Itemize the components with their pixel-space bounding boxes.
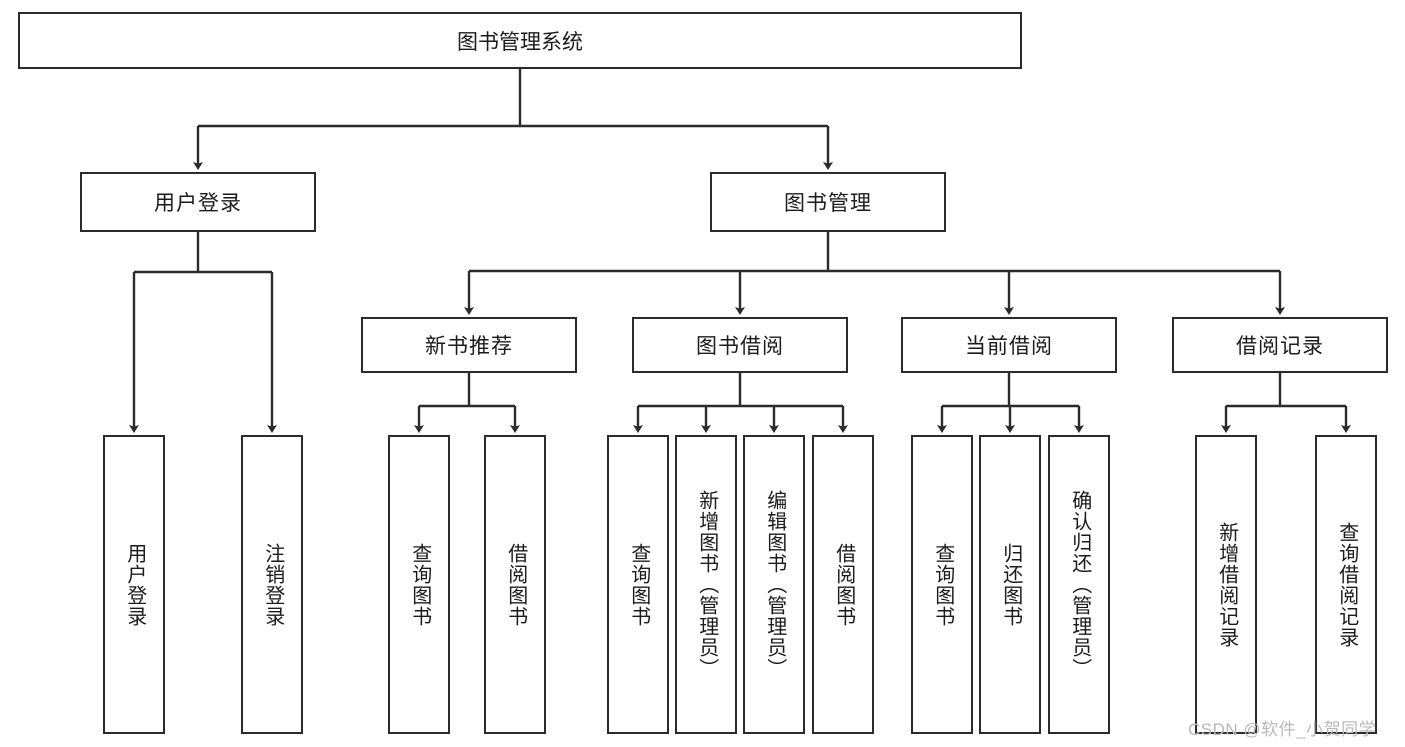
- node-root[interactable]: 图书管理系统: [18, 12, 1022, 69]
- node-leaf-borrow-book-1-label: 借阅图书: [504, 542, 527, 627]
- node-leaf-query-book-2[interactable]: 查询图书: [607, 435, 669, 734]
- watermark: CSDN @软件_小贺同学: [1188, 720, 1377, 739]
- node-leaf-user-login[interactable]: 用户登录: [103, 435, 165, 734]
- node-leaf-query-book-3-label: 查询图书: [931, 542, 954, 627]
- node-new-book-rec[interactable]: 新书推荐: [361, 317, 577, 373]
- node-user-login[interactable]: 用户登录: [80, 172, 316, 232]
- node-current-borrow-label: 当前借阅: [965, 335, 1053, 358]
- node-leaf-add-record-label: 新增借阅记录: [1215, 521, 1238, 648]
- node-book-borrow[interactable]: 图书借阅: [632, 317, 848, 373]
- node-leaf-query-record-label: 查询借阅记录: [1335, 521, 1358, 648]
- node-borrow-record[interactable]: 借阅记录: [1172, 317, 1388, 373]
- node-leaf-logout[interactable]: 注销登录: [241, 435, 303, 734]
- node-book-borrow-label: 图书借阅: [696, 335, 784, 358]
- node-leaf-return-book[interactable]: 归还图书: [979, 435, 1041, 734]
- node-current-borrow[interactable]: 当前借阅: [901, 317, 1117, 373]
- node-leaf-confirm-return[interactable]: 确认归还（管理员）: [1048, 435, 1110, 734]
- node-leaf-add-book[interactable]: 新增图书（管理员）: [675, 435, 737, 734]
- node-leaf-user-login-label: 用户登录: [123, 542, 146, 627]
- node-book-manage-label: 图书管理: [784, 192, 872, 215]
- node-leaf-edit-book[interactable]: 编辑图书（管理员）: [743, 435, 805, 734]
- node-leaf-query-book-1[interactable]: 查询图书: [388, 435, 450, 734]
- node-leaf-query-book-2-label: 查询图书: [627, 542, 650, 627]
- node-new-book-rec-label: 新书推荐: [425, 335, 513, 358]
- node-leaf-edit-book-label: 编辑图书（管理员）: [763, 490, 786, 679]
- node-leaf-confirm-return-label: 确认归还（管理员）: [1068, 490, 1091, 679]
- node-leaf-borrow-book-1[interactable]: 借阅图书: [484, 435, 546, 734]
- node-leaf-add-record[interactable]: 新增借阅记录: [1195, 435, 1257, 734]
- node-borrow-record-label: 借阅记录: [1236, 335, 1324, 358]
- node-leaf-logout-label: 注销登录: [261, 542, 284, 627]
- node-book-manage[interactable]: 图书管理: [710, 172, 946, 232]
- node-leaf-borrow-book-2[interactable]: 借阅图书: [812, 435, 874, 734]
- node-leaf-add-book-label: 新增图书（管理员）: [695, 490, 718, 679]
- node-leaf-query-book-3[interactable]: 查询图书: [911, 435, 973, 734]
- node-user-login-label: 用户登录: [154, 192, 242, 215]
- node-leaf-query-record[interactable]: 查询借阅记录: [1315, 435, 1377, 734]
- node-leaf-return-book-label: 归还图书: [999, 542, 1022, 627]
- node-leaf-borrow-book-2-label: 借阅图书: [832, 542, 855, 627]
- node-root-label: 图书管理系统: [457, 30, 583, 54]
- node-leaf-query-book-1-label: 查询图书: [408, 542, 431, 627]
